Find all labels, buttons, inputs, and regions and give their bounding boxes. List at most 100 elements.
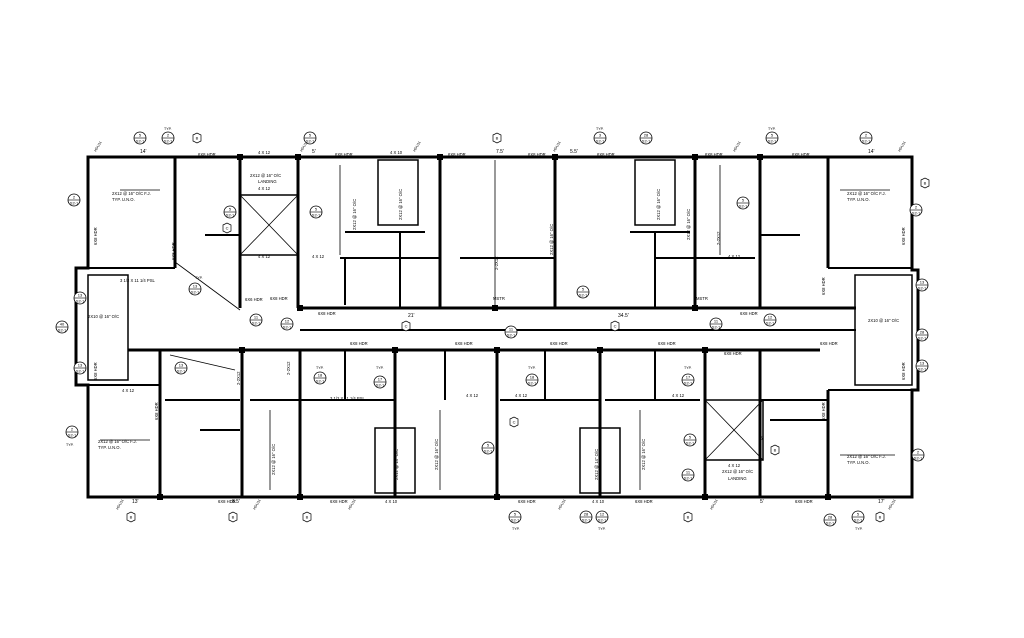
svg-text:S2-1: S2-1 (766, 321, 775, 326)
hdr-bot-2: 6X8 HDR (330, 499, 348, 504)
hex-marker: B (920, 177, 930, 189)
hdr-rot-7: 6X8 HDR (821, 402, 826, 420)
typ-label-ne: TYP. U.N.O. (847, 197, 870, 202)
mstr-label: MSTR (493, 296, 505, 301)
hdr-stair-r-1: 4 X 12 (728, 463, 741, 468)
svg-text:S2-1: S2-1 (312, 213, 321, 218)
svg-text:13: 13 (920, 280, 925, 285)
svg-text:13: 13 (179, 363, 184, 368)
hdr-corr-1: 6X8 HDR (318, 311, 336, 316)
hex-marker: B (492, 132, 502, 144)
hdr-corr-6: 6X8 HDR (658, 341, 676, 346)
joist-rot-5: 2X12 @ 16" O/C (686, 209, 691, 240)
hdu-labels: HDU11 HDU11 HDU11 HDU11 HDU11 HDU11 HDU1… (93, 141, 906, 511)
svg-text:13: 13 (78, 293, 83, 298)
joist-label-sw: 2X12 @ 16" O/C F.J. (98, 439, 137, 444)
svg-text:S2-1: S2-1 (177, 369, 186, 374)
hdu-2: HDU11 (299, 141, 308, 153)
svg-text:5: 5 (582, 287, 585, 292)
svg-text:28: 28 (828, 515, 833, 520)
svg-text:B: B (879, 515, 882, 520)
stair-left (239, 194, 299, 256)
svg-text:12: 12 (285, 319, 290, 324)
hdr-mid-4: 4 X 12 (122, 388, 135, 393)
svg-text:5: 5 (514, 512, 517, 517)
detail-bubble: 11 S2-1 (504, 325, 518, 339)
joist-rot-7: 2X12 @ 16" O/C (434, 439, 439, 470)
detail-bubble: 13 S2-1 (174, 361, 188, 375)
hdr-label-9: 6X8 HDR (792, 152, 810, 157)
detail-bubble: 2 S2-1 (65, 425, 79, 439)
svg-text:S2-1: S2-1 (596, 139, 605, 144)
demising-walls (158, 157, 830, 497)
hdr-bot-1: 6X8 HDR (218, 499, 236, 504)
detail-bubble: 2 S2-1 (909, 203, 923, 217)
detail-bubble: 2 S2-1 (67, 193, 81, 207)
typ-6: TYP. (376, 366, 384, 370)
svg-text:11: 11 (254, 315, 259, 320)
detail-bubble: 28 S2-1 (823, 513, 837, 527)
framing-labels: 2X12 @ 16" O/C F.J. TYP. U.N.O. 2X12 @ 1… (88, 150, 899, 504)
posts (157, 154, 831, 500)
svg-text:S2-1: S2-1 (684, 476, 693, 481)
detail-bubble: 13 S2-1 (915, 278, 929, 292)
svg-text:S2-1: S2-1 (918, 367, 927, 372)
dim-5: 14' (868, 149, 875, 155)
double-2x12-2: 2-2X12 (716, 231, 721, 245)
joist-rot-9: 2X12 @ 14" O/C (394, 449, 399, 480)
svg-text:17: 17 (378, 377, 383, 382)
rotated-labels: 2X12 @ 16" O/C 2X12 @ 16" O/C 2X12 @ 16"… (93, 189, 906, 480)
detail-bubble: 5 S2-1 (851, 510, 865, 524)
svg-text:S2-1: S2-1 (579, 293, 588, 298)
svg-text:5: 5 (742, 198, 745, 203)
typ-5: TYP. (316, 366, 324, 370)
hdr-stair-bottom: 4 X 12 (258, 254, 271, 259)
svg-text:S2-1: S2-1 (283, 325, 292, 330)
hdr-rot-1: 6X8 HDR (93, 227, 98, 245)
svg-text:5: 5 (857, 512, 860, 517)
hdu-9: HDU11 (347, 499, 356, 511)
hdr-stair-top: 4 X 12 (258, 186, 271, 191)
svg-text:B: B (232, 515, 235, 520)
svg-text:S2-1: S2-1 (684, 381, 693, 386)
hdu-8: HDU11 (252, 499, 261, 511)
detail-bubble: 5 S2-1 (309, 205, 323, 219)
hdr-corr-right: 4 X 12 (728, 254, 741, 259)
svg-text:S2-1: S2-1 (528, 381, 537, 386)
joist-rot-3: 2X12 @ 16" O/C (549, 224, 554, 255)
dim-7: 34.5' (618, 313, 629, 319)
shafts (87, 159, 913, 494)
svg-text:2: 2 (917, 450, 920, 455)
svg-text:S2-1: S2-1 (826, 521, 835, 526)
detail-bubble: 5 S2-1 (683, 433, 697, 447)
svg-text:S2-1: S2-1 (582, 518, 591, 523)
svg-text:11: 11 (714, 319, 719, 324)
double-2x12-3: 2-2X12 (286, 361, 291, 375)
detail-bubble: 28 S2-1 (915, 328, 929, 342)
hdr-corr-5: 6X8 HDR (550, 341, 568, 346)
svg-text:C: C (614, 324, 617, 329)
hdr-label-2: 4 X 12 (258, 150, 271, 155)
hdr-label-8: 6X8 HDR (705, 152, 723, 157)
detail-bubble: 3 S2-1 (593, 131, 607, 145)
hdr-bot-6: 6X8 HDR (635, 499, 653, 504)
svg-text:S2-1: S2-1 (598, 518, 607, 523)
typ-7: TYP. (528, 366, 536, 370)
svg-text:11: 11 (686, 470, 691, 475)
dim-1: 14' (140, 149, 147, 155)
corridor-joist-right: 2X10 @ 16" O/C (868, 318, 899, 323)
hdr-left-1: 6X6 HDR (245, 297, 263, 302)
dim-6: 21' (408, 313, 415, 319)
joist-rot-4: 2X12 @ 16" O/C (656, 189, 661, 220)
svg-text:B: B (496, 136, 499, 141)
svg-text:S2-1: S2-1 (854, 518, 863, 523)
svg-text:B: B (130, 515, 133, 520)
detail-bubble: 13 S2-1 (188, 282, 202, 296)
hex-marker: C (222, 222, 232, 234)
svg-text:18: 18 (530, 375, 535, 380)
hdr-rot-2: 6X8 HDR (93, 362, 98, 380)
hdu-1: HDU11 (93, 141, 102, 153)
hex-marker: B (302, 511, 312, 523)
hdu-11: HDU11 (709, 499, 718, 511)
